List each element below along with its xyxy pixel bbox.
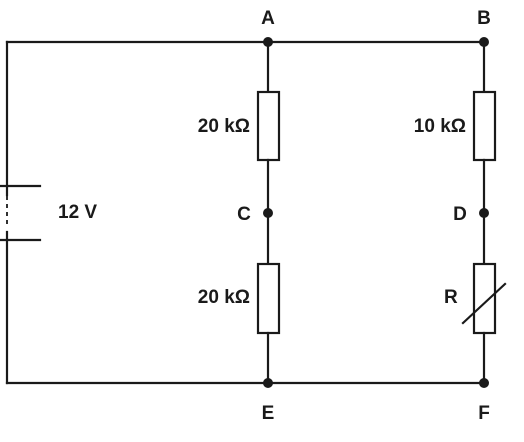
thermistor-slash [461,282,507,325]
node-d-dot [479,208,489,218]
node-a-dot [263,37,273,47]
node-c-label: C [237,204,251,225]
battery-label: 12 V [58,202,97,223]
thermistor-body [472,262,497,335]
resistor-bd-label: 10 kΩ [414,116,466,137]
thermistor-label: R [444,287,458,308]
resistor-ce [256,262,281,335]
node-f-label: F [478,403,490,424]
node-a-label: A [261,8,275,29]
node-b-label: B [477,8,491,29]
node-f-dot [479,378,489,388]
resistor-ce-label: 20 kΩ [198,287,250,308]
resistor-ac [256,90,281,162]
node-e-dot [263,378,273,388]
resistor-bd [472,90,497,162]
node-c-dot [263,208,273,218]
node-e-label: E [262,403,275,424]
battery-symbol [0,184,42,242]
node-d-label: D [453,204,467,225]
node-b-dot [479,37,489,47]
resistor-ac-label: 20 kΩ [198,116,250,137]
